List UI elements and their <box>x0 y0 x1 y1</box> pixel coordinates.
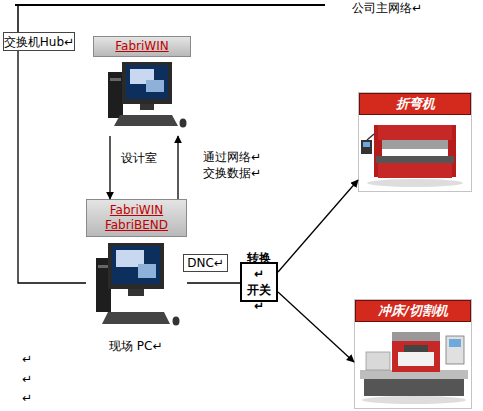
punch-display <box>449 339 461 347</box>
pc-screen <box>126 65 168 99</box>
punch-base <box>364 378 464 396</box>
network-line <box>17 5 19 32</box>
network-label: 公司主网络↵ <box>352 0 472 16</box>
pc-mouse <box>180 119 187 128</box>
punch-panel <box>446 336 464 364</box>
machine-title: 冲床/切割机 <box>355 300 471 322</box>
field-pc: FabriWIN FabriBEND <box>86 199 187 335</box>
machine-title: 折弯机 <box>359 93 471 115</box>
connector-line <box>18 51 86 283</box>
brake-pendant-arm <box>367 134 374 140</box>
brake-display <box>363 142 370 147</box>
pc-window <box>138 264 156 278</box>
dnc-box: DNC↵ <box>183 254 228 272</box>
pc-stand <box>140 104 154 110</box>
brake-base <box>378 163 452 178</box>
hub-label: 交换机Hub↵ <box>3 35 75 49</box>
connector-line <box>278 292 354 362</box>
floor-shadow <box>367 179 463 187</box>
dnc-label: DNC↵ <box>186 256 225 270</box>
brake-top-beam <box>378 125 452 140</box>
pc-window <box>146 80 164 92</box>
switch-hub-box: 交换机Hub↵ <box>3 32 75 51</box>
pc-stand <box>128 289 144 296</box>
switch-label: 转换↵ 开关↵ <box>242 250 276 314</box>
paragraph-mark: ↵ <box>22 351 42 367</box>
punch-press-panel: 冲床/切割机 <box>354 299 472 409</box>
punch-throat <box>398 352 434 366</box>
pc-keyboard <box>102 312 170 324</box>
pc-monitor <box>108 243 164 289</box>
punch-guard <box>366 352 390 370</box>
pc-keyboard <box>114 115 178 126</box>
pc-drive <box>110 78 121 81</box>
connector-line <box>187 282 240 283</box>
pc-monitor <box>122 62 172 104</box>
press-brake-panel: 折弯机 <box>358 92 472 192</box>
paragraph-mark: ↵ <box>22 371 42 387</box>
brake-ram <box>382 140 448 149</box>
punch-head <box>392 332 440 341</box>
network-line <box>15 4 325 6</box>
connector-line <box>109 136 110 199</box>
software-title: FabriWIN FabriBEND <box>86 199 187 237</box>
punch-frame <box>392 332 440 372</box>
pc-mouse <box>173 317 180 326</box>
design-pc: FabriWIN <box>93 36 191 136</box>
pc-screen <box>112 246 160 284</box>
paragraph-mark: ↵ <box>22 390 42 406</box>
pc-label: 现场 PC↵ <box>109 338 179 354</box>
brake-control <box>361 140 372 154</box>
note-label: 通过网络↵ 交换数据↵ <box>203 149 267 181</box>
brake-bed <box>376 156 454 163</box>
connector-line <box>177 136 178 199</box>
software-title: FabriWIN <box>93 36 191 57</box>
floor-shadow <box>362 396 466 404</box>
connector-line <box>278 180 358 272</box>
pc-drive <box>98 265 109 268</box>
punch-turret <box>404 345 428 352</box>
selector-switch-box: 转换↵ 开关↵ <box>240 262 278 302</box>
room-label: 设计室 <box>121 150 171 166</box>
pc-tower <box>108 72 123 118</box>
